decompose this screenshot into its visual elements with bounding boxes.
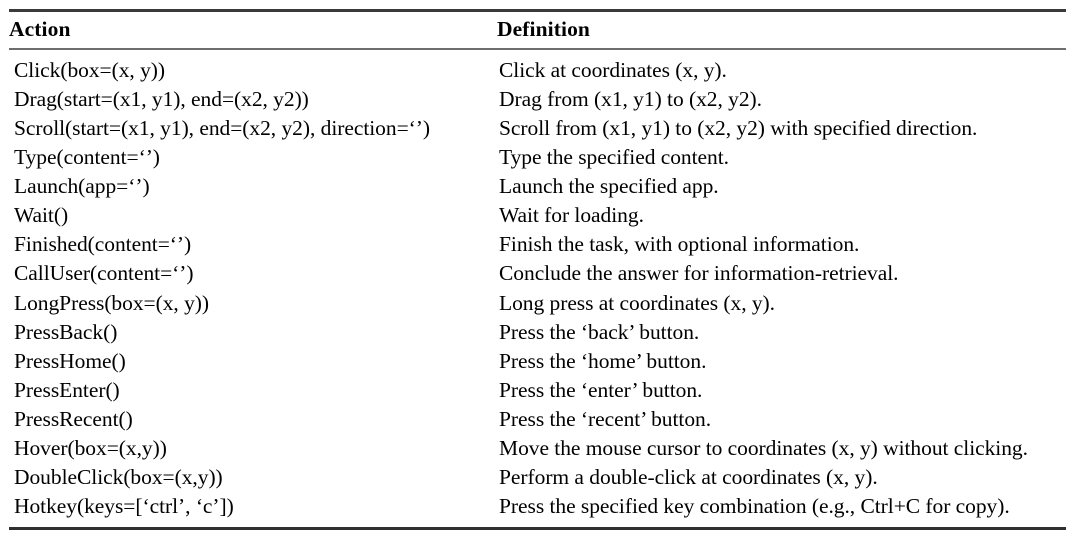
table-row: Hotkey(keys=[‘ctrl’, ‘c’]) Press the spe… bbox=[9, 492, 1066, 526]
cell-definition: Click at coordinates (x, y). bbox=[499, 57, 727, 82]
table-row: PressHome() Press the ‘home’ button. bbox=[9, 347, 1066, 376]
cell-definition: Wait for loading. bbox=[499, 203, 644, 228]
cell-definition: Conclude the answer for information-retr… bbox=[499, 261, 899, 286]
action-definition-table: Action Definition bbox=[9, 12, 1066, 48]
table-row: DoubleClick(box=(x,y)) Perform a double-… bbox=[9, 463, 1066, 492]
cell-action: Drag(start=(x1, y1), end=(x2, y2)) bbox=[14, 86, 309, 111]
cell-action: PressBack() bbox=[14, 319, 118, 344]
column-header-action: Action bbox=[9, 17, 71, 42]
cell-definition: Press the ‘recent’ button. bbox=[499, 406, 712, 431]
table-header-rule bbox=[9, 48, 1066, 50]
table-row: LongPress(box=(x, y)) Long press at coor… bbox=[9, 289, 1066, 318]
table-row: Finished(content=‘’) Finish the task, wi… bbox=[9, 231, 1066, 260]
cell-definition: Move the mouse cursor to coordinates (x,… bbox=[499, 436, 1028, 461]
cell-action: Scroll(start=(x1, y1), end=(x2, y2), dir… bbox=[14, 115, 430, 140]
cell-action: CallUser(content=‘’) bbox=[14, 261, 194, 286]
cell-action: Hover(box=(x,y)) bbox=[14, 436, 167, 461]
table-row: Wait() Wait for loading. bbox=[9, 201, 1066, 230]
action-definition-table-body: Click(box=(x, y)) Click at coordinates (… bbox=[9, 50, 1066, 527]
cell-definition: Press the ‘enter’ button. bbox=[499, 377, 703, 402]
table-row: PressRecent() Press the ‘recent’ button. bbox=[9, 405, 1066, 434]
table-row: Launch(app=‘’) Launch the specified app. bbox=[9, 172, 1066, 201]
cell-action: PressEnter() bbox=[14, 377, 120, 402]
cell-definition: Long press at coordinates (x, y). bbox=[499, 290, 775, 315]
cell-action: Type(content=‘’) bbox=[14, 145, 160, 170]
table-top-rule bbox=[9, 9, 1066, 12]
cell-action: Click(box=(x, y)) bbox=[14, 57, 165, 82]
table-row: Drag(start=(x1, y1), end=(x2, y2)) Drag … bbox=[9, 85, 1066, 114]
table-header: Action Definition bbox=[9, 12, 1066, 48]
cell-action: Hotkey(keys=[‘ctrl’, ‘c’]) bbox=[14, 494, 234, 519]
cell-definition: Launch the specified app. bbox=[499, 174, 719, 199]
table-row: CallUser(content=‘’) Conclude the answer… bbox=[9, 260, 1066, 289]
cell-definition: Perform a double-click at coordinates (x… bbox=[499, 465, 878, 490]
cell-action: PressRecent() bbox=[14, 406, 133, 431]
table-row: Click(box=(x, y)) Click at coordinates (… bbox=[9, 50, 1066, 85]
cell-action: LongPress(box=(x, y)) bbox=[14, 290, 209, 315]
cell-definition: Drag from (x1, y1) to (x2, y2). bbox=[499, 86, 762, 111]
table-row: PressBack() Press the ‘back’ button. bbox=[9, 318, 1066, 347]
cell-action: Launch(app=‘’) bbox=[14, 174, 150, 199]
cell-action: DoubleClick(box=(x,y)) bbox=[14, 465, 223, 490]
cell-definition: Press the ‘home’ button. bbox=[499, 348, 707, 373]
cell-definition: Type the specified content. bbox=[499, 145, 729, 170]
cell-action: Finished(content=‘’) bbox=[14, 232, 192, 257]
cell-action: Wait() bbox=[14, 203, 69, 228]
table-header-row: Action Definition bbox=[9, 12, 1066, 48]
table-body: Click(box=(x, y)) Click at coordinates (… bbox=[9, 50, 1066, 527]
table-row: Scroll(start=(x1, y1), end=(x2, y2), dir… bbox=[9, 114, 1066, 143]
table-row: Hover(box=(x,y)) Move the mouse cursor t… bbox=[9, 434, 1066, 463]
cell-definition: Finish the task, with optional informati… bbox=[499, 232, 860, 257]
cell-definition: Press the specified key combination (e.g… bbox=[499, 494, 1010, 519]
table-bottom-rule bbox=[9, 526, 1066, 530]
cell-action: PressHome() bbox=[14, 348, 126, 373]
action-space-table-container: Action Definition Click(box=(x, y)) Clic… bbox=[9, 0, 1066, 541]
cell-definition: Scroll from (x1, y1) to (x2, y2) with sp… bbox=[499, 115, 978, 140]
table-row: Type(content=‘’) Type the specified cont… bbox=[9, 143, 1066, 172]
table-row: PressEnter() Press the ‘enter’ button. bbox=[9, 376, 1066, 405]
cell-definition: Press the ‘back’ button. bbox=[499, 319, 700, 344]
column-header-definition: Definition bbox=[497, 17, 590, 42]
